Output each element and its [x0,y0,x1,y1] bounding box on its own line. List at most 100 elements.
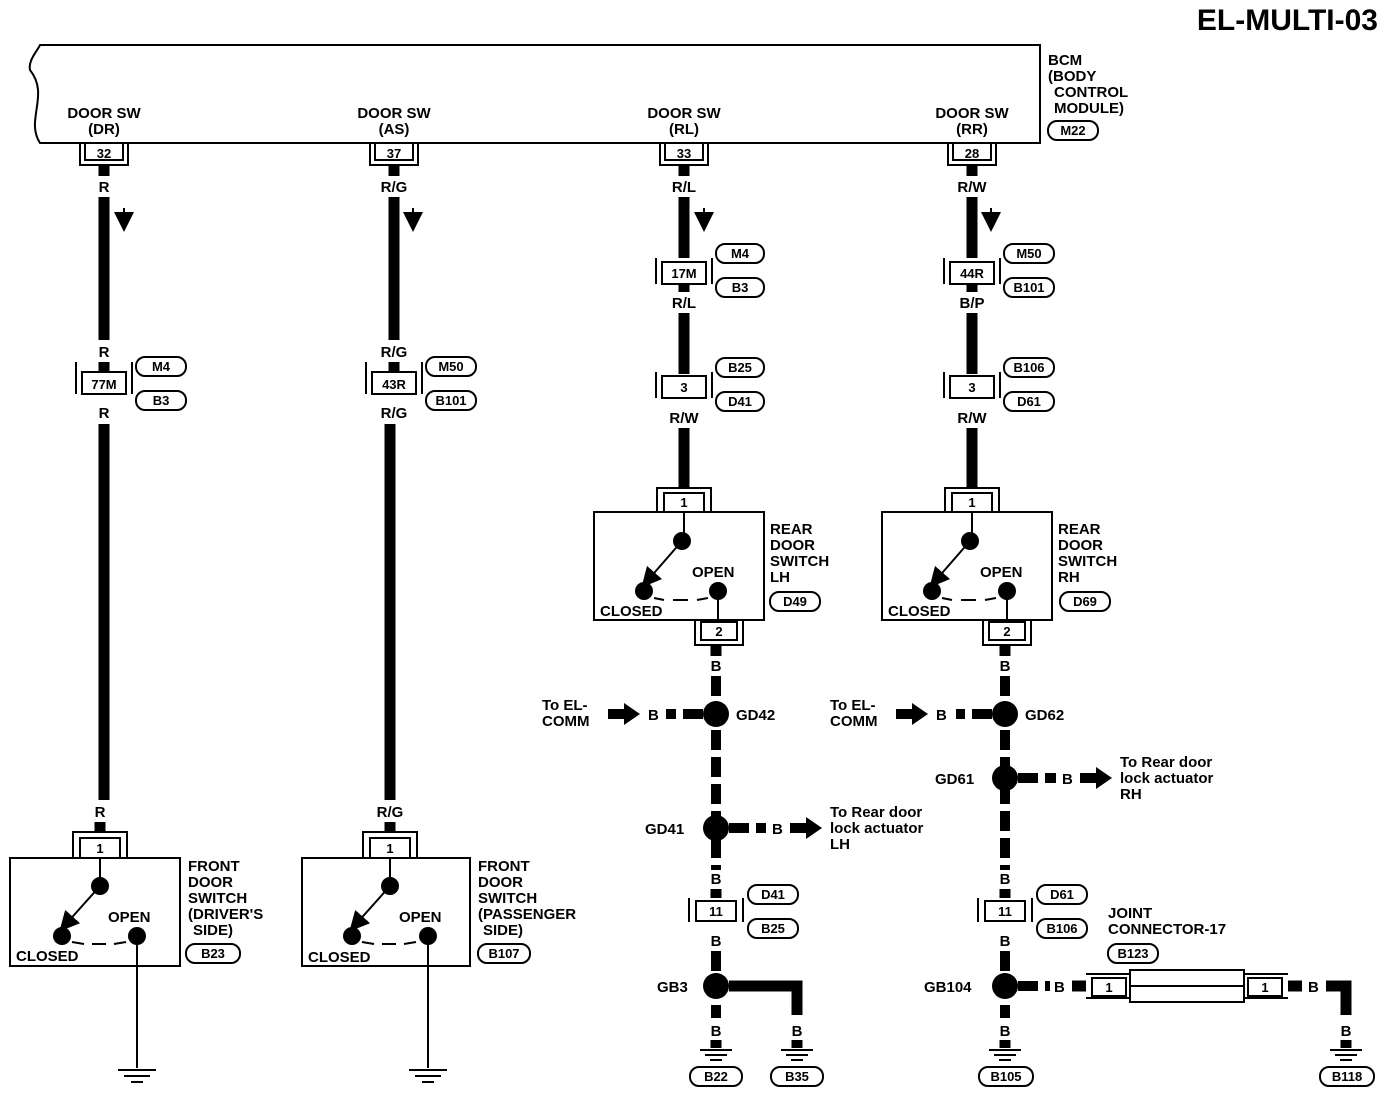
bcm-pin-dr: 32 [79,143,129,166]
connector-tag [689,1066,743,1087]
arrow-right-icon [790,817,822,839]
wire-color: R/W [957,410,987,427]
connector-tag [715,357,765,378]
wire-color: R/L [672,295,696,312]
connector-tag [770,1066,824,1087]
wire-color: R/G [381,344,408,361]
switch-name: (DRIVER'S [188,906,263,923]
front-door-switch-as: 1 OPEN CLOSED [301,831,471,1068]
ground-id: B105 [990,1069,1021,1084]
switch-name: DOOR [770,537,815,554]
connector-tag [715,277,765,298]
switch-name: SWITCH [770,553,829,570]
inline-connector-dr: 77M [75,362,133,395]
connector-tag [1107,943,1159,964]
wire-color: B [1000,658,1011,675]
splice-dot [703,701,729,727]
connector-tag [425,390,477,411]
wire-color: B [1062,771,1073,788]
svg-text:3: 3 [968,380,975,395]
bcm-label-line-1: BCM [1048,52,1082,69]
terminal-rr-sub: (RR) [956,121,988,138]
front-door-switch-dr: 1 OPEN CLOSED [9,831,181,1068]
connector-tag [769,591,821,612]
reference-label: LH [830,836,850,853]
connector-id: D41 [728,394,752,409]
connector-tag [135,356,187,377]
connector-id: D41 [761,887,785,902]
switch-name: SWITCH [188,890,247,907]
connector-tag [978,1066,1034,1087]
ground-icon [781,1049,813,1061]
bcm-box [28,44,1041,144]
ground-icon [409,1069,447,1083]
wire [1326,980,1352,1015]
joint-connector-label: CONNECTOR-17 [1108,921,1226,938]
connector-id: B3 [153,393,170,408]
ground-icon [1330,1049,1362,1061]
connector-id: M50 [438,359,463,374]
connector-tag [1036,918,1088,939]
inline-connector-as: 43R [365,362,423,395]
svg-text:CLOSED: CLOSED [16,948,79,965]
switch-name: (PASSENGER [478,906,576,923]
connector-tag [425,356,477,377]
connector-tag [1003,357,1055,378]
arrow-left-icon [896,703,928,725]
inline-connector-rl-3: 11 [688,898,744,922]
terminal-as-label: DOOR SW [357,105,431,122]
terminal-dr-label: DOOR SW [67,105,141,122]
svg-text:OPEN: OPEN [108,909,151,926]
connector-id: D61 [1017,394,1041,409]
arrow-left-icon [608,703,640,725]
switch-name: REAR [770,521,813,538]
connector-id: D49 [783,594,807,609]
switch-name: SIDE) [193,922,233,939]
switch-name: SWITCH [478,890,537,907]
switch-name: SWITCH [1058,553,1117,570]
bcm-connector-id: M22 [1060,123,1085,138]
svg-text:2: 2 [715,624,722,639]
wire-color: R/W [957,179,987,196]
wire [729,980,803,1015]
splice-dot [703,973,729,999]
splice-dot [703,815,729,841]
ground-id: B35 [785,1069,809,1084]
svg-text:32: 32 [97,146,111,161]
connector-tag [1003,277,1055,298]
inline-connector-rl-2: 3 [655,372,713,399]
wire-color: B [711,871,722,888]
svg-text:CLOSED: CLOSED [600,603,663,620]
wire-color: B [1341,1023,1352,1040]
joint-connector-label: JOINT [1108,905,1152,922]
connector-tag [1059,591,1111,612]
splice-label: GD42 [736,707,775,724]
connector-tag [185,943,241,964]
rear-door-switch-rh: 1 OPEN CLOSED 2 [881,487,1053,646]
svg-text:1: 1 [96,841,103,856]
reference-label: To Rear door [830,804,922,821]
connector-tag [1319,1066,1375,1087]
wire-color: R [99,344,110,361]
page-id: EL-MULTI-03 [1197,4,1378,37]
svg-text:3: 3 [680,380,687,395]
wire-color: B [711,933,722,950]
svg-text:1: 1 [1105,980,1112,995]
connector-id: M4 [152,359,171,374]
wire-color: B [1054,979,1065,996]
svg-text:43R: 43R [382,377,406,392]
ground-icon [700,1049,732,1061]
svg-text:37: 37 [387,146,401,161]
connector-id: B106 [1013,360,1044,375]
bcm-label-line-2: (BODY [1048,68,1096,85]
switch-name: REAR [1058,521,1101,538]
svg-text:11: 11 [998,904,1012,919]
wire-color: B [1308,979,1319,996]
connector-tag [715,391,765,412]
connector-id: B107 [488,946,519,961]
svg-text:CLOSED: CLOSED [888,603,951,620]
switch-name: DOOR [478,874,523,891]
switch-name: FRONT [478,858,530,875]
svg-text:1: 1 [680,495,687,510]
wire-color: R/G [381,405,408,422]
